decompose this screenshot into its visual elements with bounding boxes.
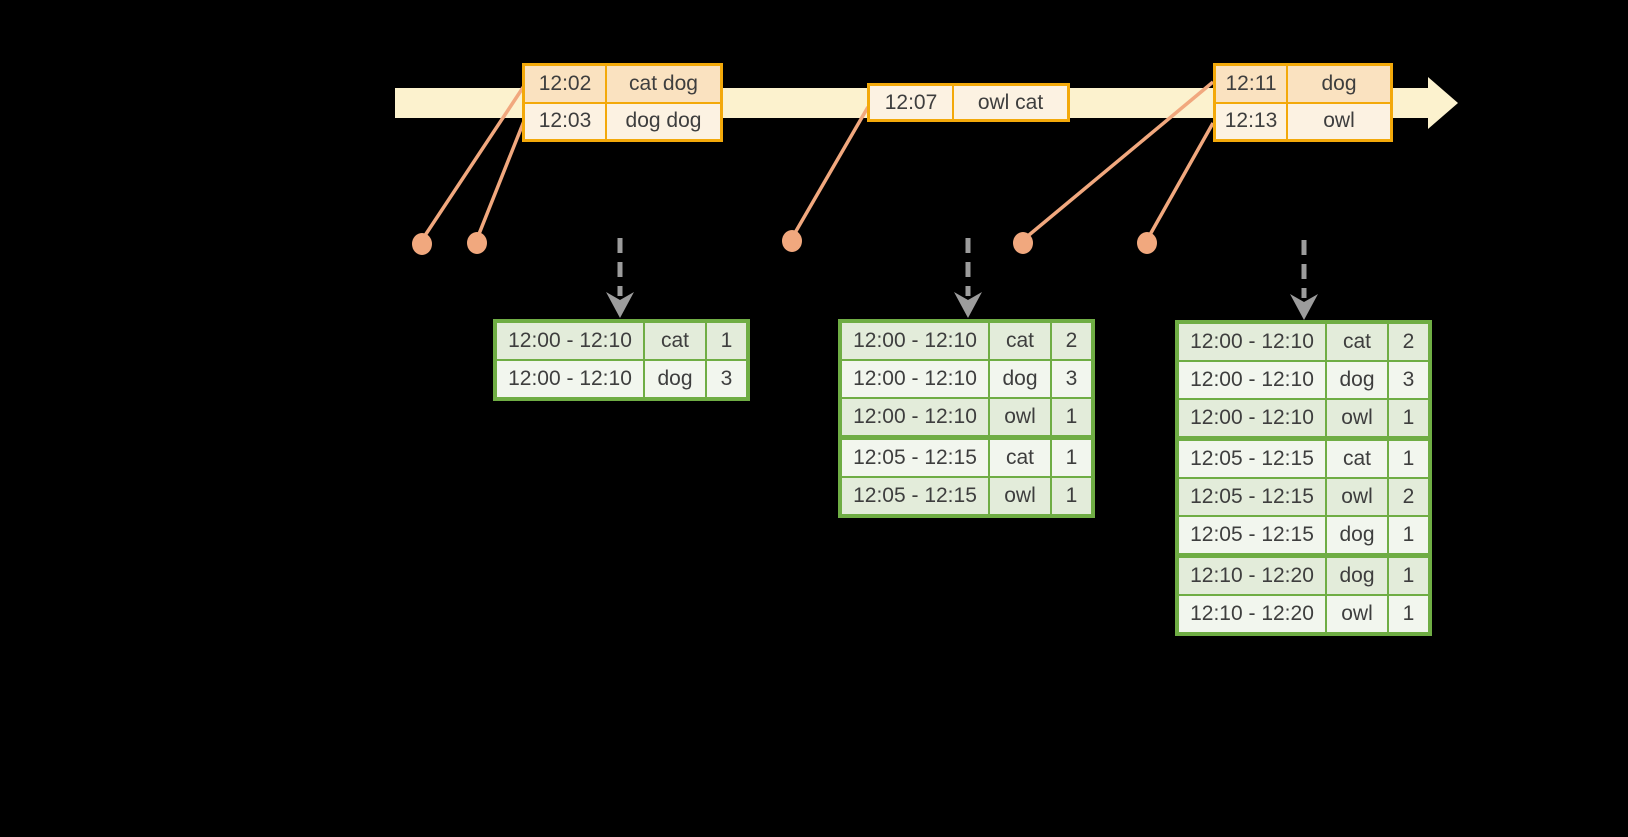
event-data-cell: owl — [1288, 103, 1390, 139]
window-range-cell: 12:05 - 12:15 — [842, 478, 988, 514]
timeline-arrowhead-icon — [1428, 77, 1458, 129]
key-cell: cat — [990, 440, 1050, 476]
window-range-cell: 12:00 - 12:10 — [842, 361, 988, 397]
window-range-cell: 12:00 - 12:10 — [1179, 400, 1325, 436]
window-result-table-3: 12:00 - 12:10 cat 2 12:00 - 12:10 dog 3 … — [1175, 320, 1432, 636]
event-time-cell: 12:11 — [1216, 66, 1286, 102]
count-cell: 1 — [1389, 441, 1428, 477]
window-range-cell: 12:05 - 12:15 — [1179, 517, 1325, 553]
event-dot-icon — [412, 233, 432, 255]
event-data-cell: dog — [1288, 66, 1390, 102]
window-range-cell: 12:00 - 12:10 — [842, 323, 988, 359]
key-cell: owl — [1327, 479, 1387, 515]
window-range-cell: 12:00 - 12:10 — [497, 361, 643, 397]
event-dot-icon — [467, 232, 487, 254]
window-range-cell: 12:05 - 12:15 — [1179, 441, 1325, 477]
count-cell: 1 — [1389, 400, 1428, 436]
key-cell: dog — [1327, 517, 1387, 553]
count-cell: 1 — [1389, 517, 1428, 553]
count-cell: 1 — [1052, 399, 1091, 435]
key-cell: owl — [990, 478, 1050, 514]
key-cell: cat — [645, 323, 705, 359]
window-result-table-1: 12:00 - 12:10 cat 1 12:00 - 12:10 dog 3 — [493, 319, 750, 401]
event-table-2: 12:07 owl cat — [867, 83, 1070, 122]
emit-arrow-down-icon — [606, 292, 634, 318]
event-connector-line — [475, 120, 526, 240]
count-cell: 1 — [1389, 558, 1428, 594]
window-group: 12:00 - 12:10 cat 2 12:00 - 12:10 dog 3 … — [1179, 324, 1428, 436]
event-dot-icon — [782, 230, 802, 252]
window-range-cell: 12:00 - 12:10 — [497, 323, 643, 359]
event-time-cell: 12:03 — [525, 103, 605, 139]
key-cell: cat — [1327, 324, 1387, 360]
event-dot-icon — [1137, 232, 1157, 254]
window-group: 12:05 - 12:15 cat 1 12:05 - 12:15 owl 2 … — [1179, 441, 1428, 553]
key-cell: owl — [1327, 596, 1387, 632]
window-group: 12:00 - 12:10 cat 2 12:00 - 12:10 dog 3 … — [842, 323, 1091, 435]
window-range-cell: 12:00 - 12:10 — [1179, 362, 1325, 398]
window-range-cell: 12:00 - 12:10 — [1179, 324, 1325, 360]
key-cell: cat — [1327, 441, 1387, 477]
window-group: 12:10 - 12:20 dog 1 12:10 - 12:20 owl 1 — [1179, 558, 1428, 632]
count-cell: 3 — [707, 361, 746, 397]
count-cell: 3 — [1389, 362, 1428, 398]
key-cell: owl — [990, 399, 1050, 435]
count-cell: 1 — [1052, 440, 1091, 476]
count-cell: 1 — [707, 323, 746, 359]
event-connector-line — [1145, 122, 1215, 241]
event-table-3: 12:11 dog 12:13 owl — [1213, 63, 1393, 142]
emit-arrow-down-icon — [1290, 294, 1318, 320]
window-range-cell: 12:10 - 12:20 — [1179, 558, 1325, 594]
count-cell: 2 — [1052, 323, 1091, 359]
window-range-cell: 12:10 - 12:20 — [1179, 596, 1325, 632]
key-cell: cat — [990, 323, 1050, 359]
key-cell: dog — [1327, 558, 1387, 594]
count-cell: 3 — [1052, 361, 1091, 397]
emit-arrow-down-icon — [954, 292, 982, 318]
event-table-1: 12:02 cat dog 12:03 dog dog — [522, 63, 723, 142]
count-cell: 2 — [1389, 324, 1428, 360]
window-group: 12:00 - 12:10 cat 1 12:00 - 12:10 dog 3 — [497, 323, 746, 397]
event-data-cell: owl cat — [954, 86, 1067, 119]
event-connector-line — [790, 106, 870, 239]
count-cell: 2 — [1389, 479, 1428, 515]
count-cell: 1 — [1389, 596, 1428, 632]
event-data-cell: cat dog — [607, 66, 720, 102]
key-cell: dog — [990, 361, 1050, 397]
window-group: 12:05 - 12:15 cat 1 12:05 - 12:15 owl 1 — [842, 440, 1091, 514]
count-cell: 1 — [1052, 478, 1091, 514]
event-data-cell: dog dog — [607, 103, 720, 139]
window-range-cell: 12:05 - 12:15 — [842, 440, 988, 476]
event-time-cell: 12:02 — [525, 66, 605, 102]
event-dot-icon — [1013, 232, 1033, 254]
window-result-table-2: 12:00 - 12:10 cat 2 12:00 - 12:10 dog 3 … — [838, 319, 1095, 518]
window-range-cell: 12:00 - 12:10 — [842, 399, 988, 435]
key-cell: owl — [1327, 400, 1387, 436]
key-cell: dog — [1327, 362, 1387, 398]
key-cell: dog — [645, 361, 705, 397]
event-time-cell: 12:13 — [1216, 103, 1286, 139]
event-time-cell: 12:07 — [870, 86, 952, 119]
window-range-cell: 12:05 - 12:15 — [1179, 479, 1325, 515]
